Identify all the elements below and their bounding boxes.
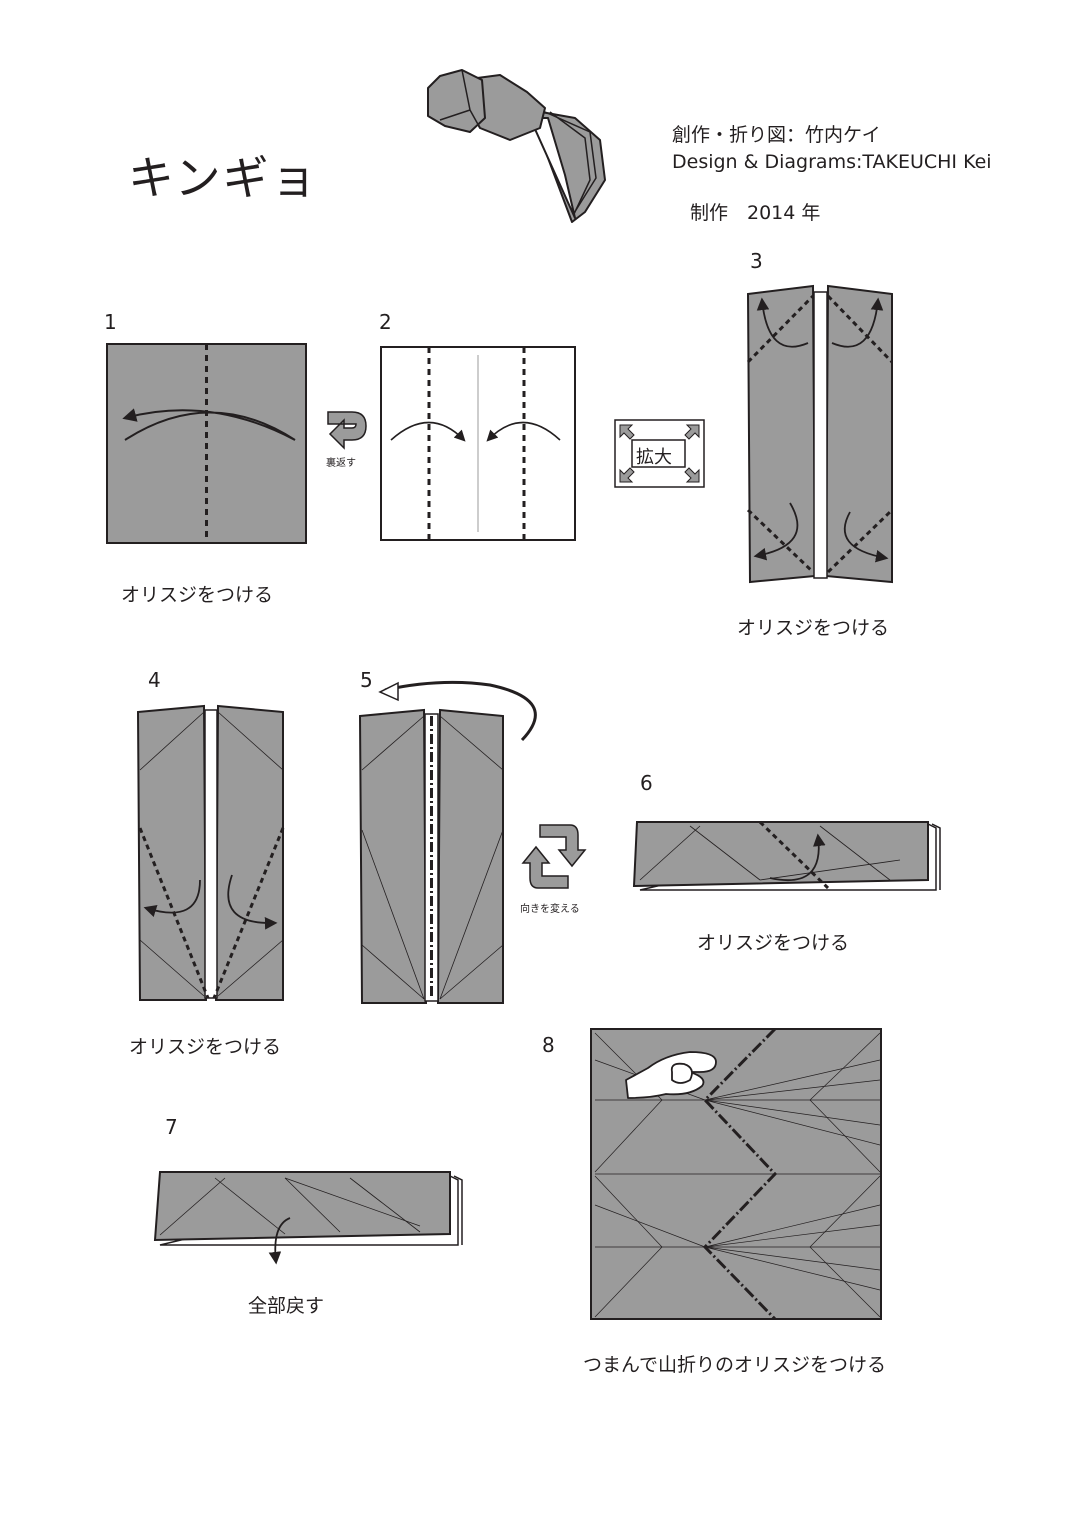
step-number-3: 3 [750,249,763,273]
step-caption-8: つまんで山折りのオリスジをつける [583,1354,887,1376]
step-caption-6: オリスジをつける [697,932,850,954]
step-caption-3: オリスジをつける [737,617,890,639]
creation-year: 制作 2014 年 [690,202,821,224]
author-jp: 創作・折り図：竹内ケイ [672,124,881,146]
step-caption-7: 全部戻す [248,1295,325,1317]
step6-diagram [632,820,941,891]
pinch-hand-icon [625,1051,717,1099]
step-number-2: 2 [379,310,392,334]
step1-diagram [106,343,307,544]
credits: 創作・折り図：竹内ケイ Design & Diagrams:TAKEUCHI K… [672,122,992,176]
enlarge-label: 拡大 [636,447,672,468]
step4-diagram [136,704,285,1001]
step-number-1: 1 [104,310,117,334]
step2-diagram [380,346,576,541]
step-caption-1: オリスジをつける [121,584,274,606]
step-number-7: 7 [165,1115,178,1139]
rotate-label: 向きを変える [520,904,580,915]
goldfish-illustration [427,69,606,223]
turn-over-icon [327,411,367,450]
step5-diagram [358,680,537,1004]
step-number-8: 8 [542,1033,555,1057]
enlarge-icon [614,419,705,488]
step8-diagram [590,1027,882,1321]
step3-diagram [746,284,894,584]
step-number-6: 6 [640,771,653,795]
author-en: Design & Diagrams:TAKEUCHI Kei [672,151,992,173]
diagram-title: キンギョ [128,151,319,205]
rotate-icon [521,824,587,889]
step-number-4: 4 [148,668,161,692]
step-caption-4: オリスジをつける [129,1036,282,1058]
step7-diagram [153,1171,463,1265]
turn-over-label: 裏返す [326,458,356,469]
step-number-5: 5 [360,668,373,692]
